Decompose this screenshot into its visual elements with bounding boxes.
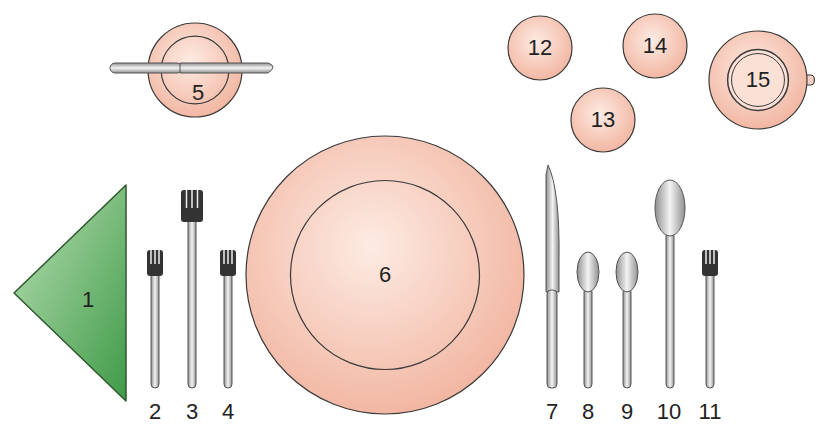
- callout-number: 9: [621, 401, 633, 423]
- callout-number: 8: [582, 401, 594, 423]
- glass: 12: [507, 15, 573, 81]
- callout-number: 13: [591, 109, 615, 131]
- callout-number: 14: [643, 35, 667, 57]
- callout-number: 10: [657, 401, 681, 423]
- dinner-fork: [181, 190, 203, 388]
- callout-number: 11: [699, 401, 722, 423]
- callout-number: 3: [186, 401, 198, 423]
- napkin-shape: [12, 183, 128, 403]
- cup-and-saucer: 15: [708, 30, 808, 130]
- callout-number: 5: [192, 82, 204, 104]
- fish-fork: [220, 250, 236, 388]
- dinner-knife: [546, 165, 559, 388]
- callout-number: 6: [379, 264, 391, 286]
- glass: 14: [622, 13, 688, 79]
- teaspoon: [616, 252, 638, 388]
- callout-number: 4: [222, 401, 234, 423]
- callout-number: 7: [546, 401, 558, 423]
- teaspoon: [577, 252, 599, 388]
- glass: 13: [570, 87, 636, 153]
- salad-fork: [147, 250, 163, 388]
- callout-number: 2: [149, 401, 161, 423]
- bread-plate: 5: [147, 22, 243, 118]
- callout-number: 1: [82, 289, 94, 311]
- oyster-fork: [702, 250, 718, 388]
- callout-number: 15: [746, 69, 770, 91]
- soup-spoon: [655, 180, 685, 388]
- callout-number: 12: [528, 37, 552, 59]
- napkin: 1: [12, 183, 128, 403]
- butter-knife: [110, 63, 273, 73]
- dinner-plate: 6: [245, 135, 525, 415]
